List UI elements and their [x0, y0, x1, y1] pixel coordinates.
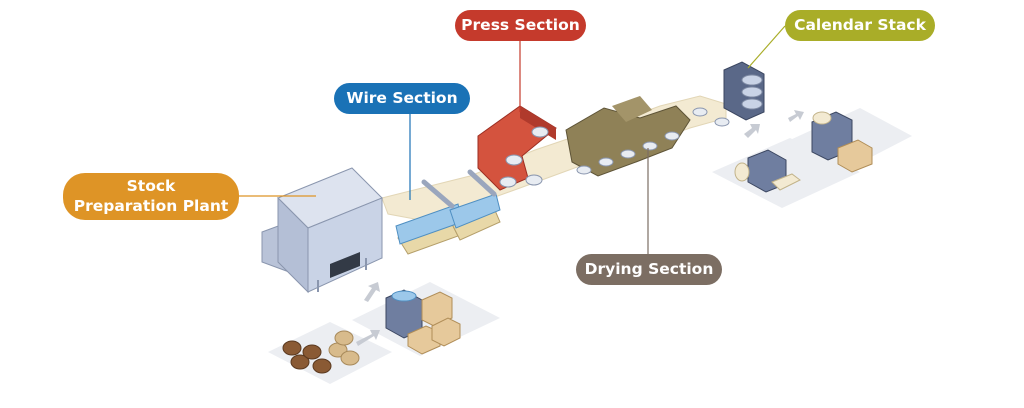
arrow-pulper-to-plant	[364, 282, 380, 302]
press-section-label: Press Section	[455, 10, 586, 41]
drying-section-label: Drying Section	[576, 254, 722, 285]
pulper-and-bales	[385, 289, 461, 355]
calendar-stack-label: Calendar Stack	[785, 10, 935, 41]
stock-preparation-machine	[261, 167, 383, 294]
drying-section-machine	[565, 96, 730, 177]
calendar-stack-machine	[723, 61, 765, 121]
wire-section-label-text: Wire Section	[346, 88, 458, 107]
wood-logs	[282, 330, 360, 374]
leader-lines	[239, 25, 786, 254]
leader-calendar	[747, 25, 786, 69]
arrow-cutter-to-packer	[788, 110, 804, 122]
arrow-logs-to-pulper	[356, 330, 380, 346]
flow-arrows	[356, 110, 804, 346]
calendar-stack-label-text: Calendar Stack	[794, 15, 926, 34]
press-section-machine	[477, 105, 557, 191]
packing-machine	[811, 111, 873, 173]
cutter-machine	[734, 149, 801, 193]
stock-preparation-plant-label: Stock Preparation Plant	[63, 173, 239, 220]
stock-label-line1: Stock	[126, 177, 176, 196]
wire-section-label: Wire Section	[334, 83, 470, 114]
wire-section-machine	[395, 169, 501, 255]
drying-section-label-text: Drying Section	[584, 259, 714, 278]
press-section-label-text: Press Section	[461, 15, 580, 34]
stock-label-line2: Preparation Plant	[73, 196, 229, 215]
arrow-calendar-to-cutter	[744, 124, 760, 138]
